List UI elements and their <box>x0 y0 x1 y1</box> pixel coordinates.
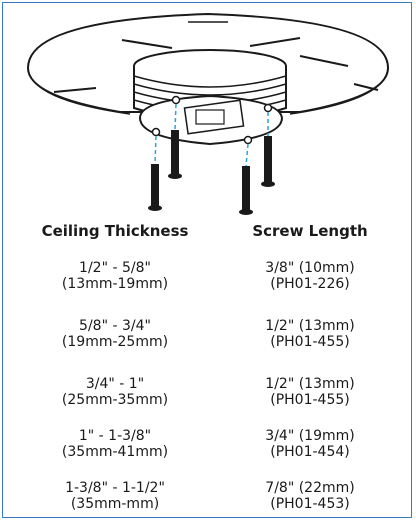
thickness-cell: 1/2" - 5/8" (13mm-19mm) <box>61 260 169 292</box>
thickness-cell: 1" - 1-3/8" (35mm-41mm) <box>61 428 169 460</box>
screw-length-cell: 1/2" (13mm) (PH01-455) <box>265 376 355 408</box>
screw-length-cell: 3/8" (10mm) (PH01-226) <box>265 260 355 292</box>
ceiling-plate-illustration <box>26 12 390 215</box>
thickness-cell: 5/8" - 3/4" (19mm-25mm) <box>61 318 169 350</box>
screw-guide-lines <box>154 103 269 167</box>
thickness-cell: 1-3/8" - 1-1/2" (35mm-mm) <box>65 480 165 512</box>
screw-length-cell: 1/2" (13mm) (PH01-455) <box>265 318 355 350</box>
screw-length-cell: 7/8" (22mm) (PH01-453) <box>265 480 355 512</box>
bottom-plate <box>138 94 284 146</box>
screw-length-cell: 3/4" (19mm) (PH01-454) <box>265 428 355 460</box>
screw-length-header: Screw Length <box>252 222 368 240</box>
ceiling-thickness-header: Ceiling Thickness <box>41 222 189 240</box>
mounting-screws <box>148 130 275 215</box>
thickness-cell: 3/4" - 1" (25mm-35mm) <box>61 376 169 408</box>
